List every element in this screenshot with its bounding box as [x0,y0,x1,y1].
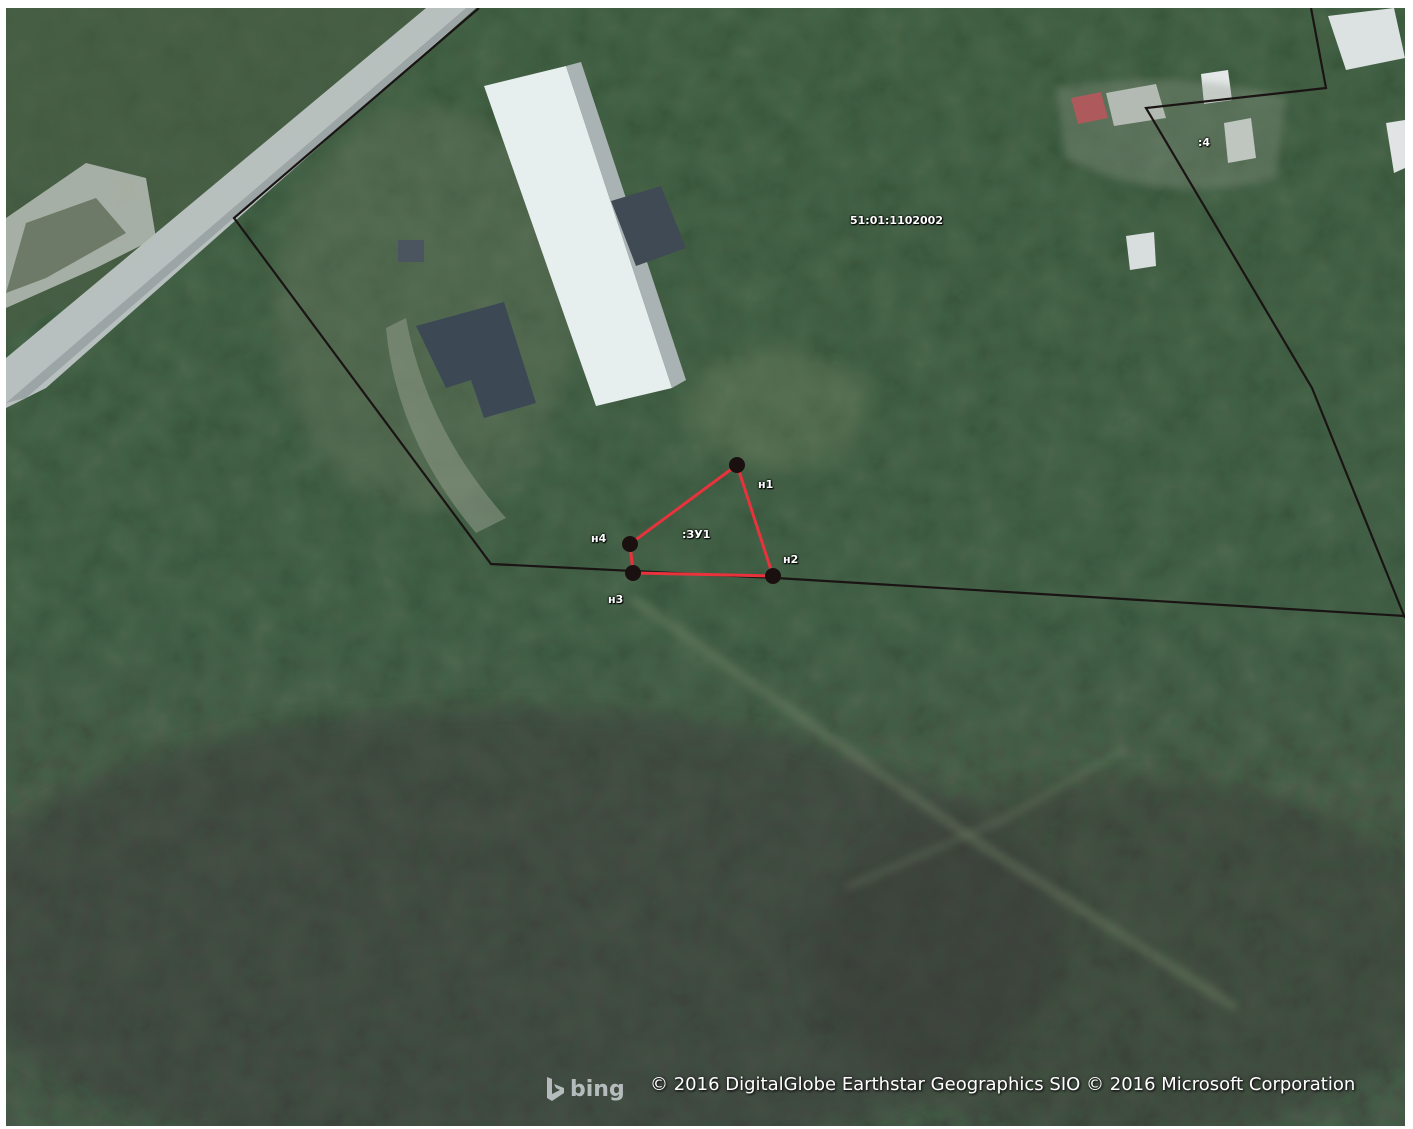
cadastral-block-label: 51:01:1102002 [850,214,943,227]
road-edge [6,8,476,403]
building-long [484,66,672,406]
trail [844,744,1129,892]
map-canvas [6,8,1405,1126]
parcel-vertex-n4 [622,536,638,552]
house [1328,8,1405,70]
bing-logo: bing [544,1076,625,1102]
building-dark [416,302,536,418]
neighbor-parcel-label: :4 [1198,136,1211,149]
cadastral-boundary [1144,8,1405,619]
parcel-vertex-n2 [765,568,781,584]
parcel-vertex-n1 [729,457,745,473]
building-small [398,240,424,262]
bing-icon [547,1077,564,1101]
dark-forest-area-east [806,778,1405,1126]
vertex-label-n4: н4 [591,532,607,545]
house [1126,232,1156,270]
bing-logo-text: bing [570,1076,625,1102]
building-dark [611,186,686,266]
satellite-map[interactable]: 51:01:1102002 :4 :ЗУ1 н1 н2 н3 н4 bing ©… [6,8,1405,1126]
vertex-label-n1: н1 [758,478,774,491]
dark-forest-area [6,708,1066,1126]
clearing [686,348,866,468]
lot-inner [6,198,126,293]
parcel-label: :ЗУ1 [682,528,711,541]
house [1386,120,1405,173]
vertex-label-n3: н3 [608,593,624,606]
yard [1056,80,1286,190]
map-attribution: © 2016 DigitalGlobe Earthstar Geographic… [650,1074,1356,1095]
trail [628,593,1239,1013]
footpath [386,318,506,533]
parcel-vertex-n3 [625,565,641,581]
vertex-label-n2: н2 [783,553,799,566]
cadastral-boundary [232,8,1405,618]
